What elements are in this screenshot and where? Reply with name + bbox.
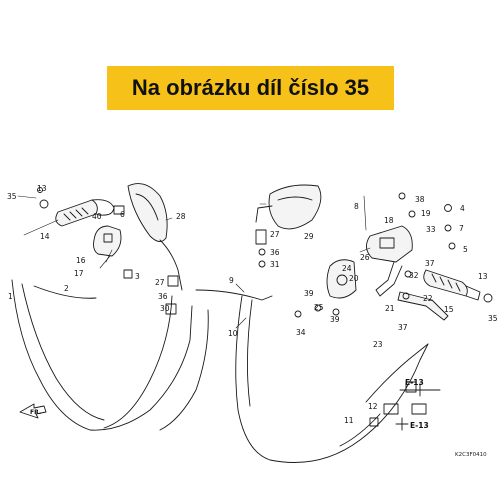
callout-39-right: 39 bbox=[330, 315, 340, 324]
throttle-housing bbox=[326, 259, 357, 299]
callout-27-left: 27 bbox=[155, 278, 165, 287]
left-switch-housing bbox=[93, 225, 122, 257]
callout-37-lower: 37 bbox=[398, 323, 408, 332]
callout-35-right: 35 bbox=[488, 314, 498, 323]
callout-23: 23 bbox=[373, 340, 383, 349]
callout-35-left: 35 bbox=[7, 192, 17, 201]
callout-36-left: 36 bbox=[158, 292, 168, 301]
right-switch-housing bbox=[366, 225, 413, 297]
callout-33: 33 bbox=[426, 225, 436, 234]
callout-36-right: 36 bbox=[270, 248, 280, 257]
reference-e13-top: E-13 bbox=[405, 378, 424, 387]
callout-14: 14 bbox=[40, 232, 50, 241]
callout-13-left: 13 bbox=[37, 184, 47, 193]
callout-16: 16 bbox=[76, 256, 86, 265]
callout-15: 15 bbox=[444, 305, 454, 314]
callout-26: 26 bbox=[360, 253, 370, 262]
callout-18: 18 bbox=[384, 216, 394, 225]
callout-12: 12 bbox=[368, 402, 378, 411]
front-direction-arrow bbox=[19, 403, 47, 419]
right-mirror bbox=[255, 184, 322, 230]
callout-30: 30 bbox=[160, 304, 170, 313]
callout-1: 1 bbox=[8, 292, 13, 301]
callout-22: 22 bbox=[423, 294, 433, 303]
callout-21: 21 bbox=[385, 304, 395, 313]
callout-8: 8 bbox=[354, 202, 359, 211]
callout-27-right: 27 bbox=[270, 230, 280, 239]
callout-4: 4 bbox=[460, 204, 465, 213]
drawing-code: K2C3F0410 bbox=[455, 452, 487, 458]
fasteners bbox=[37, 187, 493, 427]
callout-34: 34 bbox=[296, 328, 306, 337]
reference-arrow-top bbox=[399, 383, 441, 397]
left-brake-cable bbox=[11, 279, 193, 431]
callout-7: 7 bbox=[459, 224, 464, 233]
left-mirror bbox=[127, 183, 183, 291]
callout-3: 3 bbox=[135, 272, 140, 281]
reference-e13-bottom: E-13 bbox=[410, 421, 429, 430]
brake-hose bbox=[103, 295, 209, 431]
callout-labels: 1 2 3 4 5 6 7 8 9 10 11 12 13 14 15 16 1… bbox=[7, 184, 498, 425]
part-number-banner: Na obrázku díl číslo 35 bbox=[107, 66, 394, 110]
callout-9: 9 bbox=[229, 276, 234, 285]
banner-text: Na obrázku díl číslo 35 bbox=[131, 75, 370, 100]
callout-39-left: 39 bbox=[304, 289, 314, 298]
callout-25: 25 bbox=[314, 303, 324, 312]
callout-32: 32 bbox=[409, 271, 419, 280]
left-grip bbox=[55, 199, 115, 227]
callout-37-upper: 37 bbox=[425, 259, 435, 268]
callout-11: 11 bbox=[344, 416, 354, 425]
callout-6: 6 bbox=[120, 210, 125, 219]
callout-28: 28 bbox=[176, 212, 186, 221]
callout-38: 38 bbox=[415, 195, 425, 204]
front-direction-label: FR. bbox=[30, 409, 41, 416]
reference-arrow-bottom bbox=[395, 417, 409, 431]
right-grip bbox=[423, 269, 481, 301]
callout-31: 31 bbox=[270, 260, 280, 269]
rear-brake-cable bbox=[339, 343, 429, 447]
callout-19: 19 bbox=[421, 209, 431, 218]
throttle-cables bbox=[195, 289, 429, 463]
callout-17: 17 bbox=[74, 269, 84, 278]
callout-5: 5 bbox=[463, 245, 468, 254]
callout-20: 20 bbox=[349, 274, 359, 283]
leader-lines bbox=[17, 195, 371, 329]
callout-10: 10 bbox=[228, 329, 238, 338]
callout-24: 24 bbox=[342, 264, 352, 273]
callout-13-right: 13 bbox=[478, 272, 488, 281]
callout-2: 2 bbox=[64, 284, 69, 293]
callout-40: 40 bbox=[92, 212, 102, 221]
callout-29: 29 bbox=[304, 232, 314, 241]
brake-lever bbox=[397, 291, 449, 321]
